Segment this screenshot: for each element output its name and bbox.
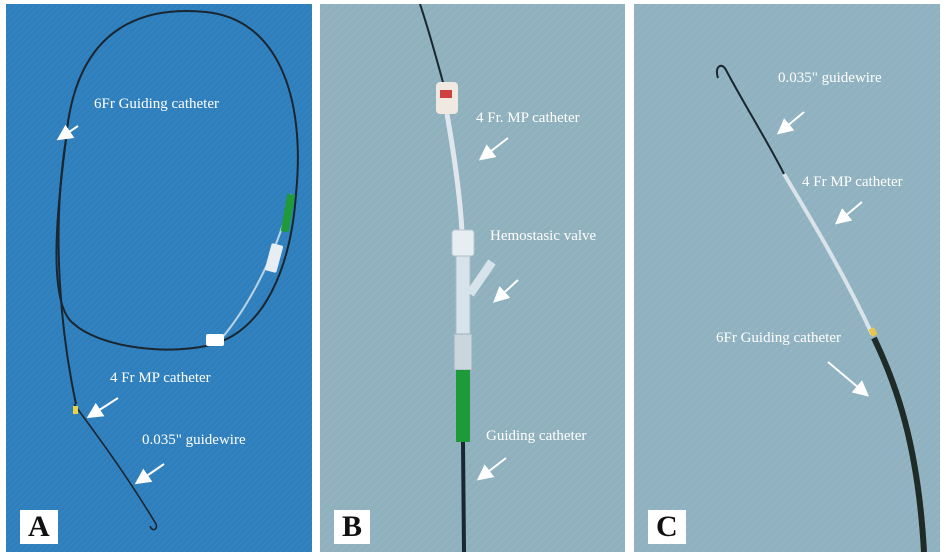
panel-letter-c: C (648, 510, 686, 544)
panel-letter-b: B (334, 510, 371, 544)
hemostasic-valve-body (455, 255, 471, 335)
label-mp-catheter: 4 Fr. MP catheter (476, 110, 580, 126)
hemostasic-valve-hub (280, 193, 296, 233)
label-guiding-catheter: 6Fr Guiding catheter (94, 96, 219, 112)
guiding-catheter-shaft (461, 441, 466, 552)
arrow-guiding (476, 457, 507, 481)
guiding-catheter-loop (55, 10, 299, 351)
panel-a-photo: 6Fr Guiding catheter 4 Fr MP catheter 0.… (6, 4, 312, 552)
guiding-catheter-shaft (57, 138, 77, 405)
arrow-wire (134, 463, 165, 485)
arrow-guiding (827, 361, 870, 397)
label-hemostasic-valve: Hemostasic valve (490, 228, 597, 244)
hemostasic-valve-cap (451, 229, 475, 257)
mp-catheter-shaft (782, 172, 874, 335)
drape-texture (320, 4, 625, 552)
mp-catheter-shaft (444, 113, 465, 233)
label-guidewire: 0.035" guidewire (142, 432, 246, 448)
drape-texture (6, 4, 312, 552)
hub-label (440, 90, 452, 98)
panel-a-illustration (6, 4, 312, 552)
guiding-catheter-shaft (871, 336, 927, 552)
panel-b-photo: 4 Fr. MP catheter Hemostasic valve Guidi… (320, 4, 625, 552)
arrow-valve (493, 279, 519, 303)
arrow-mp (478, 137, 509, 161)
label-mp-catheter: 4 Fr MP catheter (110, 370, 211, 386)
arrow-wire (776, 111, 805, 135)
guiding-catheter-hub (456, 370, 470, 442)
catheter-tip-marker (73, 406, 78, 414)
panel-b-illustration (320, 4, 625, 552)
y-connector (265, 243, 283, 273)
label-guiding-catheter: 6Fr Guiding catheter (716, 330, 841, 346)
panel-c-photo: 0.035" guidewire 4 Fr MP catheter 6Fr Gu… (634, 4, 940, 552)
guidewire (419, 4, 445, 87)
drape-texture (634, 4, 940, 552)
label-guidewire: 0.035" guidewire (778, 70, 882, 86)
guidewire-tail (73, 403, 158, 531)
arrow-guiding (56, 124, 79, 141)
panel-c-illustration (634, 4, 940, 552)
guidewire-j-tip (716, 64, 785, 175)
rotating-adapter (453, 333, 473, 371)
mp-catheter-marker (868, 327, 878, 337)
arrow-mp (834, 201, 863, 225)
arrow-mp (86, 397, 119, 419)
label-mp-catheter: 4 Fr MP catheter (802, 174, 903, 190)
valve-side-port (466, 259, 496, 297)
mp-catheter-hub (206, 334, 224, 346)
label-guiding-catheter: Guiding catheter (486, 428, 587, 444)
panel-letter-a: A (20, 510, 58, 544)
